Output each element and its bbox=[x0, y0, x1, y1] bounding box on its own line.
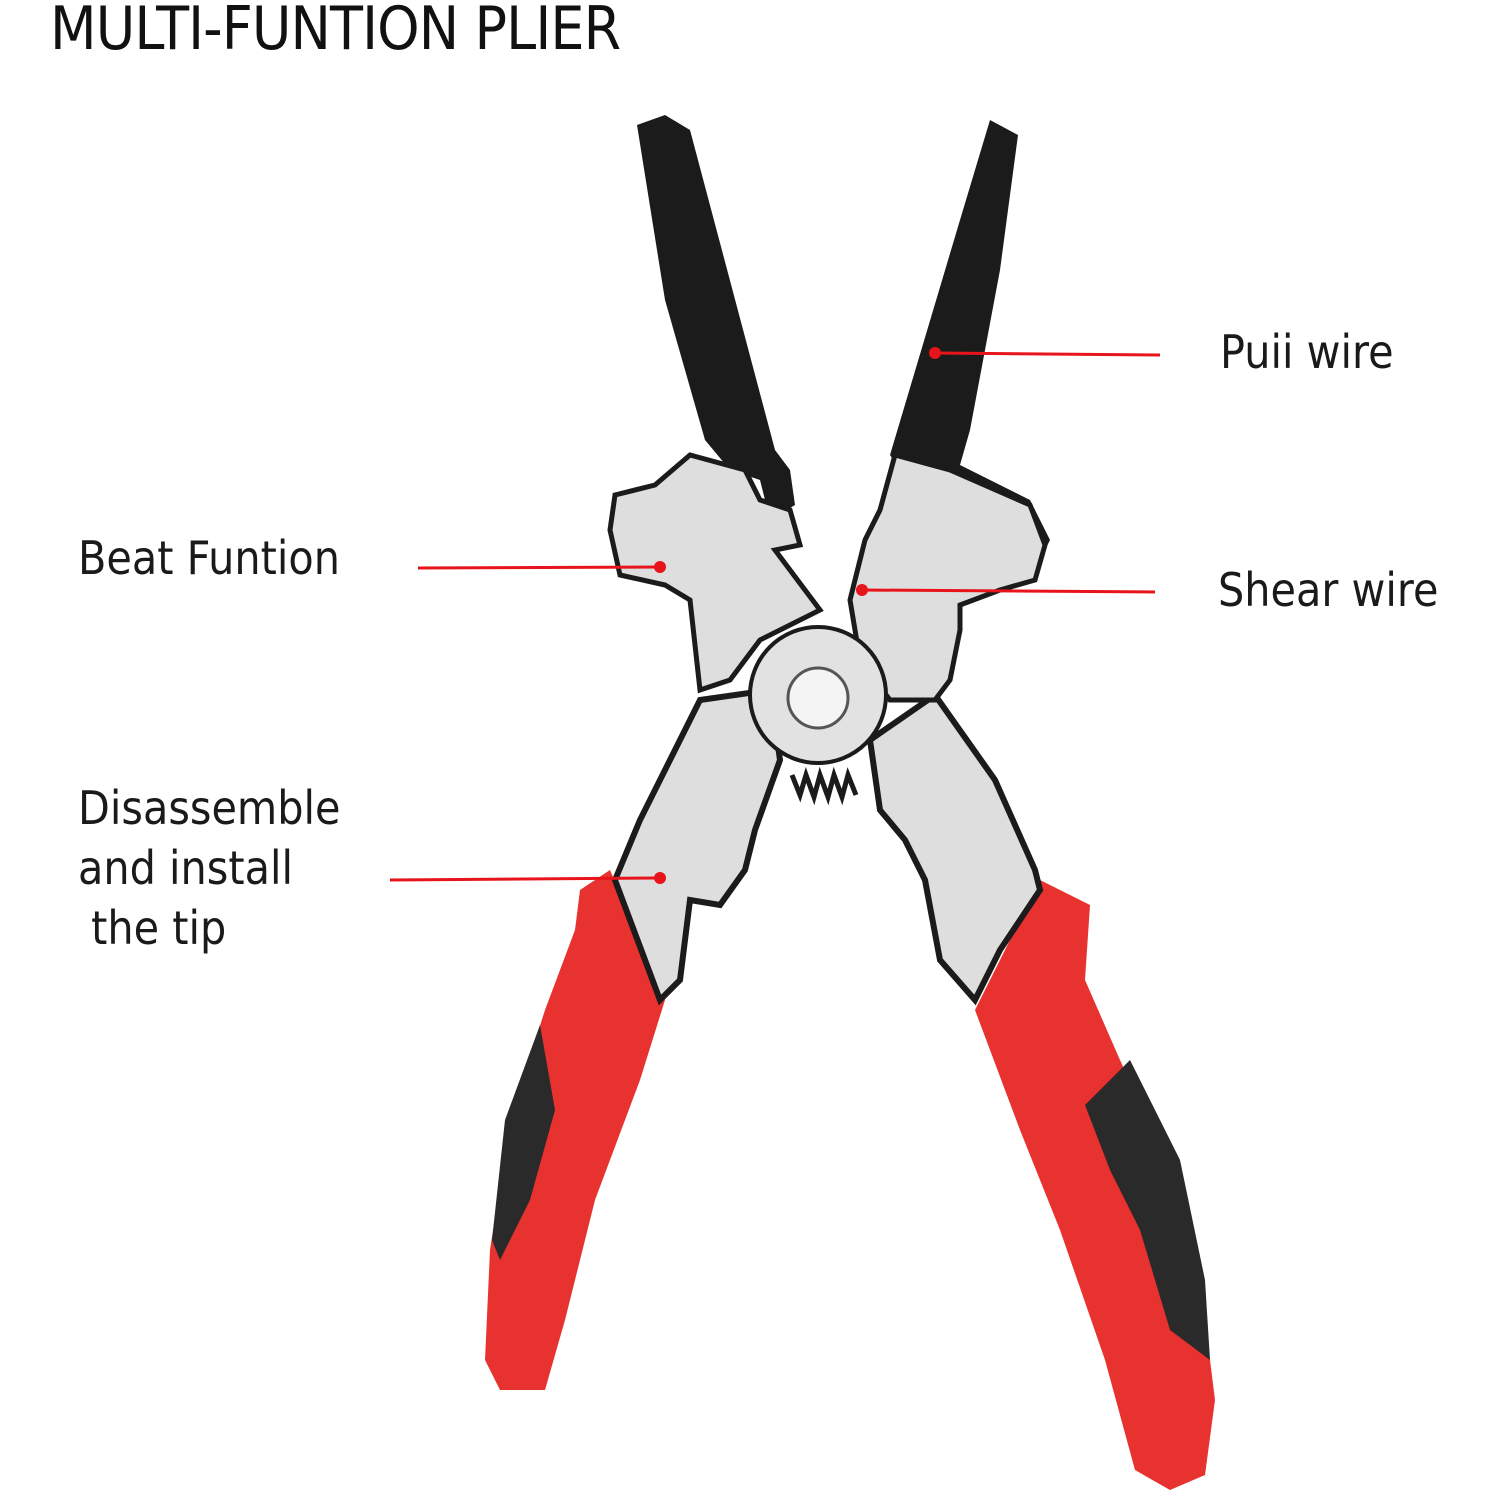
left-steel-body bbox=[607, 452, 824, 694]
right-steel-body bbox=[847, 451, 1048, 703]
label-install-tip-line3: the tip bbox=[78, 901, 227, 955]
left-steel-arm bbox=[611, 686, 784, 1006]
spring bbox=[789, 766, 859, 806]
callout-pull-wire bbox=[929, 347, 1161, 359]
callout-tip bbox=[389, 872, 666, 884]
right-steel-arm bbox=[866, 690, 1044, 1006]
callout-shear-wire bbox=[856, 584, 1156, 596]
label-shear-wire: Shear wire bbox=[1218, 563, 1439, 617]
left-handle bbox=[485, 870, 665, 1390]
pivot-joint bbox=[748, 625, 888, 765]
page-title: MULTI-FUNTION PLIER bbox=[50, 0, 621, 64]
label-pull-wire: Puii wire bbox=[1220, 325, 1394, 379]
label-install-tip-line2: and install bbox=[78, 841, 293, 895]
callout-beat-function bbox=[417, 561, 666, 573]
label-beat-function: Beat Funtion bbox=[78, 531, 340, 585]
label-install-tip-line1: Disassemble bbox=[78, 781, 341, 835]
right-handle bbox=[975, 880, 1215, 1490]
label-install-tip: Disassemble and install the tip bbox=[78, 778, 341, 958]
left-jaw-tip bbox=[637, 115, 795, 520]
